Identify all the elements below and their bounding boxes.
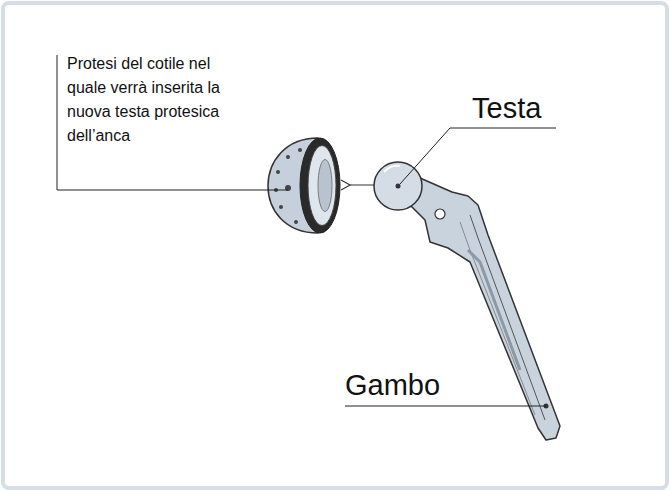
part-name: Gambo xyxy=(345,369,485,401)
femoral-head xyxy=(374,162,422,210)
callout-text: Protesi del cotile nel quale verrà inser… xyxy=(67,52,239,148)
part-name: Testa xyxy=(472,92,592,124)
cup-prosthesis xyxy=(268,138,340,233)
frame xyxy=(3,3,667,488)
